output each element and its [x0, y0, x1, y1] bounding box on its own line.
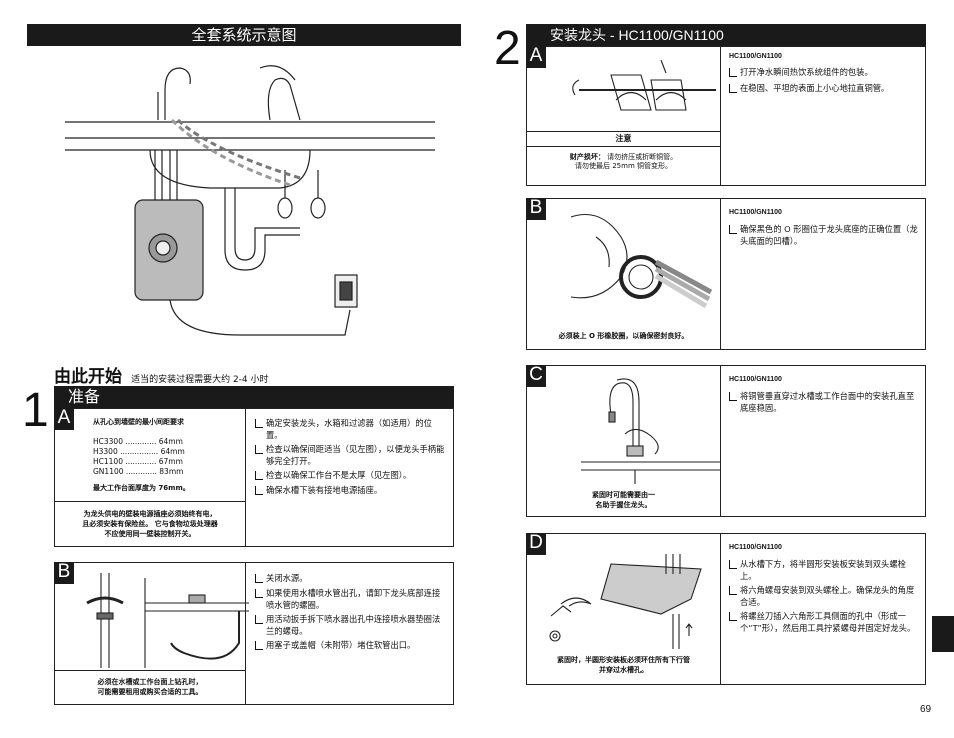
step-2d-item: 将六角螺母安装到双头螺栓上。确保龙头的角度合适。 — [729, 584, 921, 608]
warning-line: 且必须安装有保险丝。 它与食物垃圾处理器 — [82, 520, 218, 528]
section-side-tab — [932, 616, 954, 652]
step-2c-panel: 紧固时可能需要由一 名助手握住龙头。 HC1100/GN1100 将铜管垂直穿过… — [526, 365, 926, 517]
step-1b-illustration — [86, 573, 249, 668]
clearance-row: HC3300 ............. 64mm — [93, 437, 183, 446]
step-2b-illustration — [570, 213, 713, 309]
step-2c-caption: 紧固时可能需要由一 名助手握住龙头。 — [527, 490, 720, 510]
notice-body: 财产损坏： 请勿挤压或折断铜管。 请勿使最后 25mm 铜管变形。 — [527, 147, 720, 171]
caption-line: 必须在水槽或工作台面上钻孔时， — [97, 678, 203, 686]
step-1b-letter: B — [54, 562, 74, 584]
warning-line: 不应使用同一壁装控制开关。 — [104, 530, 196, 538]
checkbox[interactable] — [255, 471, 263, 480]
max-thickness: 最大工作台面厚度为 76mm。 — [93, 484, 190, 492]
caption-line: 名助手握住龙头。 — [595, 501, 652, 509]
step-2a-divider — [527, 47, 721, 185]
step-1b-caption: 必须在水槽或工作台面上钻孔时， 可能需要租用或购买合适的工具。 — [55, 670, 245, 697]
checkbox[interactable] — [729, 225, 737, 234]
step-2-title-bar: 安装龙头 - HC1100/GN1100 — [526, 24, 926, 46]
step-1a-panel: 从孔心到墙壁的最小间距要求 HC3300 ............. 64mm … — [54, 408, 454, 547]
notice-line: 请勿使最后 25mm 铜管变形。 — [575, 162, 672, 170]
step-2a-item: 在稳固、平坦的表面上小心地拉直铜管。 — [729, 82, 921, 94]
step-2b-divider — [527, 199, 721, 349]
power-warning: 为龙头供电的壁装电源插座必须始终有电， 且必须安装有保险丝。 它与食物垃圾处理器… — [55, 501, 245, 539]
clearance-row: HC1100 ............. 67mm — [93, 457, 183, 466]
step-2d-item: 从水槽下方，将半圆形安装板安装到双头螺栓上。 — [729, 558, 921, 582]
system-diagram-illustration — [65, 65, 435, 336]
step-2a-model: HC1100/GN1100 — [729, 53, 782, 60]
step-2b-model: HC1100/GN1100 — [729, 209, 782, 216]
step-1a-item: 检查以确保间距适当（见左图），以便龙头手柄能够完全打开。 — [255, 443, 447, 467]
step-1-number: 1 — [22, 384, 49, 437]
step-2b-letter: B — [526, 198, 546, 220]
step-1a-item: 确保水槽下装有接地电源插座。 — [255, 484, 447, 496]
step-2a-letter: A — [526, 46, 546, 68]
caption-line: 紧固时，半圆形安装板必须环住所有下行管 — [557, 656, 690, 664]
step-2c-letter: C — [526, 365, 546, 387]
step-1b-item: 用塞子或盖帽（未附带）堵住软管出口。 — [255, 639, 447, 651]
checkbox[interactable] — [729, 560, 737, 569]
step-2d-item: 将螺丝刀插入六角形工具侧面的孔中（形成一个“T”形），然后用工具拧紧螺母并固定好… — [729, 610, 921, 634]
step-2d-letter: D — [526, 533, 546, 555]
step-2b-item: 确保黑色的 O 形圈位于龙头底座的正确位置（龙头底面的凹槽）。 — [729, 223, 921, 247]
checkbox[interactable] — [729, 612, 737, 621]
step-2a-item: 打开净水瞬间热饮系统组件的包装。 — [729, 66, 921, 78]
step-2c-model: HC1100/GN1100 — [729, 376, 782, 383]
step-2-title: 安装龙头 - HC1100/GN1100 — [550, 27, 724, 43]
start-title: 由此开始 — [54, 367, 122, 387]
step-2d-model: HC1100/GN1100 — [729, 544, 782, 551]
checkbox[interactable] — [729, 68, 737, 77]
step-2a-illustration — [572, 59, 716, 111]
page-number: 69 — [920, 704, 932, 715]
start-heading: 由此开始 适当的安装过程需要大约 2-4 小时 — [54, 362, 269, 387]
step-2d-panel: 紧固时，半圆形安装板必须环住所有下行管 并穿过水槽孔。 HC1100/GN110… — [526, 533, 926, 685]
step-2a-panel: 注意 财产损坏： 请勿挤压或折断铜管。 请勿使最后 25mm 铜管变形。 HC1… — [526, 46, 926, 186]
checkbox[interactable] — [255, 445, 263, 454]
caption-line: 并穿过水槽孔。 — [599, 666, 648, 674]
notice-box: 注意 财产损坏： 请勿挤压或折断铜管。 请勿使最后 25mm 铜管变形。 — [527, 131, 720, 185]
checkbox[interactable] — [255, 615, 263, 624]
step-2c-divider — [527, 366, 721, 516]
step-1b-item: 如果使用水槽喷水管出孔，请卸下龙头底部连接喷水管的螺圈。 — [255, 587, 447, 611]
step-2c-item: 将铜管垂直穿过水槽或工作台面中的安装孔直至底座稳固。 — [729, 390, 921, 414]
step-2-number: 2 — [494, 22, 521, 75]
clearance-row: H3300 ................ 64mm — [93, 447, 185, 456]
start-note: 适当的安装过程需要大约 2-4 小时 — [131, 375, 269, 385]
checkbox[interactable] — [729, 586, 737, 595]
notice-line: 请勿挤压或折断铜管。 — [607, 153, 678, 161]
step-1b-panel: 必须在水槽或工作台面上钻孔时， 可能需要租用或购买合适的工具。 关闭水源。 如果… — [54, 562, 454, 705]
step-1-title-bar: 准备 — [54, 386, 454, 408]
step-1a-item: 确定安装龙头，水箱和过滤器（如适用）的位置。 — [255, 417, 447, 441]
step-2c-illustration — [581, 378, 721, 484]
checkbox[interactable] — [729, 392, 737, 401]
checkbox[interactable] — [255, 574, 263, 583]
checkbox[interactable] — [729, 84, 737, 93]
step-1a-left: 从孔心到墙壁的最小间距要求 HC3300 ............. 64mm … — [55, 409, 246, 546]
caption-line: 紧固时可能需要由一 — [592, 491, 655, 499]
step-1b-divider — [55, 563, 246, 704]
step-2b-caption: 必须装上 O 形橡胶圈，以确保密封良好。 — [558, 332, 689, 340]
step-2d-caption: 紧固时，半圆形安装板必须环住所有下行管 并穿过水槽孔。 — [527, 655, 720, 675]
caption-line: 可能需要租用或购买合适的工具。 — [97, 688, 203, 696]
checkbox[interactable] — [255, 486, 263, 495]
step-2d-illustration — [549, 554, 702, 649]
checkbox[interactable] — [255, 589, 263, 598]
checkbox[interactable] — [255, 641, 263, 650]
step-1b-item: 用活动扳手拆下喷水器出孔中连接喷水器垫圈法兰的螺母。 — [255, 613, 447, 637]
clearance-table-title: 从孔心到墙壁的最小间距要求 — [93, 418, 184, 426]
warning-line: 为龙头供电的壁装电源插座必须始终有电， — [83, 510, 217, 518]
step-1b-item: 关闭水源。 — [255, 572, 447, 584]
step-2d-divider — [527, 534, 721, 684]
system-diagram-title: 全套系统示意图 — [191, 26, 297, 44]
step-1-title: 准备 — [68, 387, 101, 406]
notice-label: 财产损坏： — [569, 153, 605, 161]
step-1a-letter: A — [54, 408, 74, 430]
checkbox[interactable] — [255, 419, 263, 428]
clearance-row: GN1100 ............. 83mm — [93, 467, 184, 476]
notice-title: 注意 — [527, 132, 720, 147]
step-1a-item: 检查以确保工作台不是太厚（见左图）。 — [255, 469, 447, 481]
system-diagram-title-bar: 全套系统示意图 — [27, 24, 461, 46]
step-2b-panel: 必须装上 O 形橡胶圈，以确保密封良好。 HC1100/GN1100 确保黑色的… — [526, 198, 926, 350]
clearance-table: HC3300 ............. 64mm H3300 ........… — [93, 437, 185, 477]
